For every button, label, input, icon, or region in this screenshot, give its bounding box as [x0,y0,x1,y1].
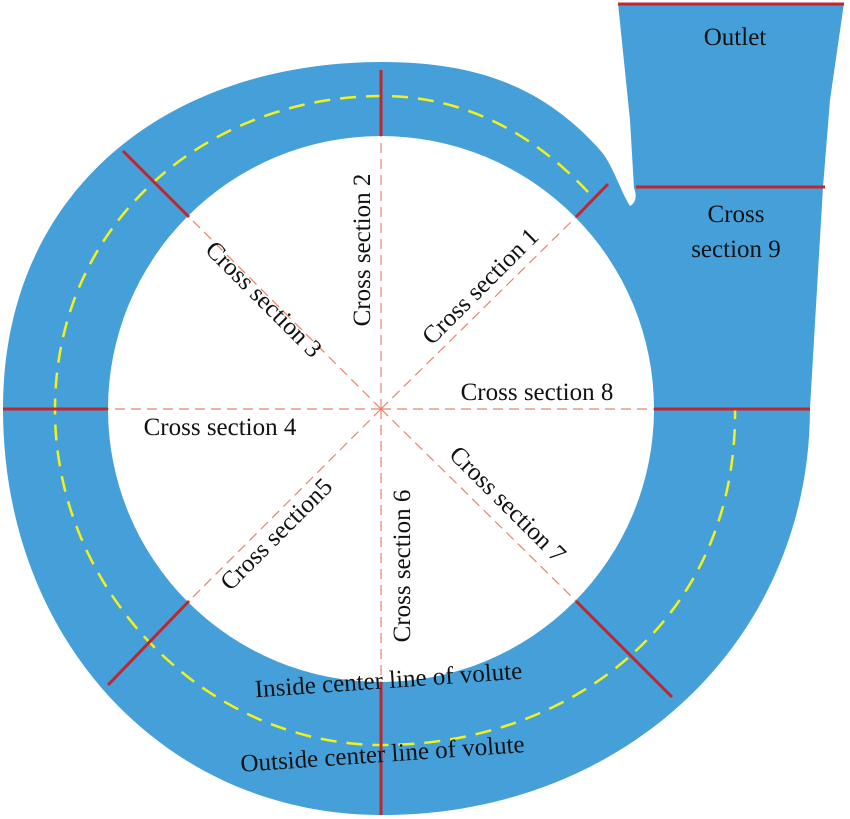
radial-guide-3 [188,216,382,410]
cs6-label: Cross section 6 [389,490,416,643]
volute-center-line [53,94,737,747]
outlet-label: Outlet [704,24,767,51]
radial-guides [108,136,654,682]
volute-casing [3,3,844,815]
radial-guide-7 [380,408,577,602]
cs2-label: Cross section 2 [349,174,376,327]
section-line-3 [121,149,191,219]
section-lines [3,2,844,815]
cs9-label-line1: Cross [708,201,765,228]
cs4-label: Cross section 4 [144,414,297,441]
cs7-label: Cross section 7 [444,441,571,568]
cs5-label: Cross section5 [215,473,338,596]
section-line-1 [574,182,610,219]
cs3-label: Cross section 3 [200,236,327,363]
cs1-label: Cross section 1 [417,223,544,350]
radial-guide-1 [380,216,577,410]
radial-guide-5 [188,408,382,602]
cs9-label-line2: section 9 [691,236,781,263]
cs8-label: Cross section 8 [461,379,614,406]
section-line-5 [106,599,191,687]
section-line-7 [574,599,674,699]
